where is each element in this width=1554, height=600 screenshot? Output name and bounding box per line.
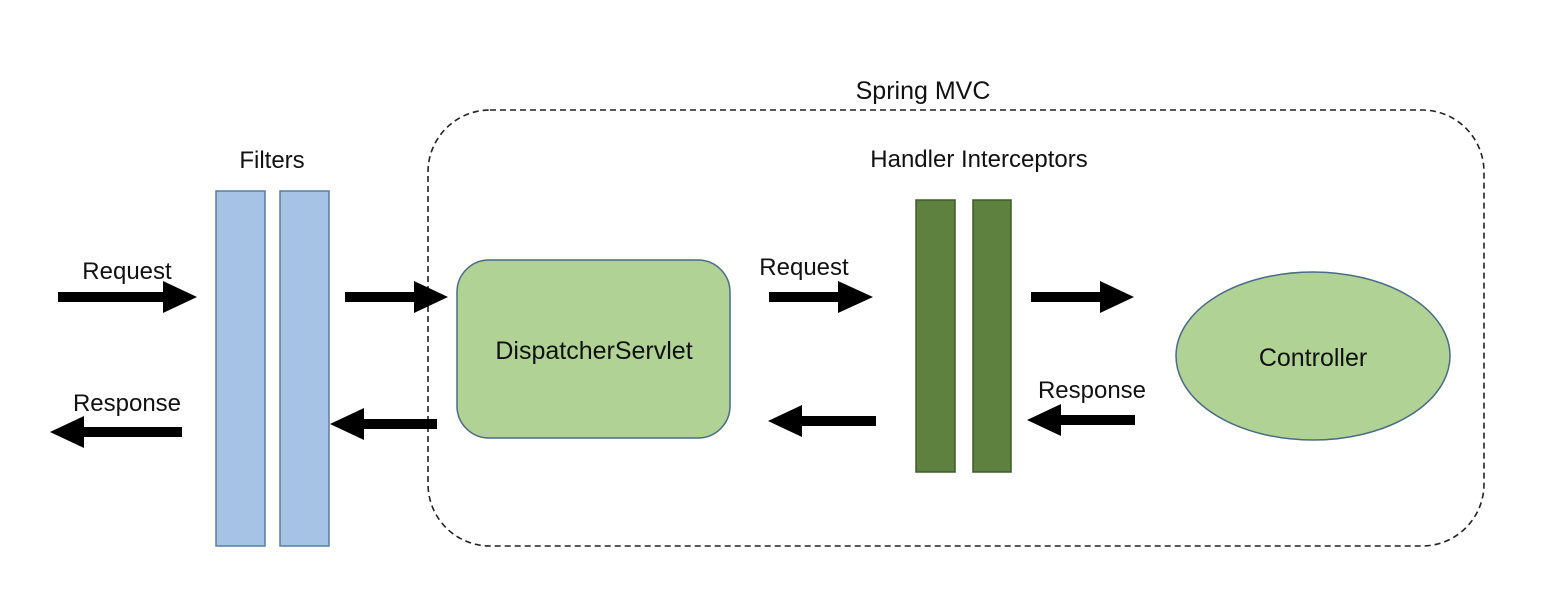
filter-bar-1 <box>215 190 266 547</box>
interceptor-bar-2 <box>972 199 1012 473</box>
left-request-label: Request <box>82 258 172 285</box>
interceptor-bar-1 <box>915 199 956 473</box>
arrow-right-icon <box>58 281 197 313</box>
inner-response-label: Response <box>1038 377 1146 404</box>
inner-request-label: Request <box>759 254 849 281</box>
filter-bar-2 <box>279 190 330 547</box>
controller-label: Controller <box>1259 344 1367 372</box>
spring-mvc-group-border <box>427 109 1485 547</box>
spring-mvc-label: Spring MVC <box>856 77 991 105</box>
arrow-left-icon <box>768 405 876 437</box>
arrow-right-icon <box>769 281 873 313</box>
arrow-right-icon <box>1031 281 1134 313</box>
dispatcher-servlet-label: DispatcherServlet <box>495 337 692 365</box>
filters-label: Filters <box>239 147 304 174</box>
dispatcher-servlet-node <box>456 259 731 439</box>
arrow-left-icon <box>50 416 182 448</box>
left-response-label: Response <box>73 390 181 417</box>
arrow-left-icon <box>330 408 437 440</box>
interceptors-label: Handler Interceptors <box>870 146 1087 173</box>
controller-node <box>1175 271 1451 441</box>
arrow-right-icon <box>345 281 448 313</box>
arrow-left-icon <box>1027 404 1135 436</box>
